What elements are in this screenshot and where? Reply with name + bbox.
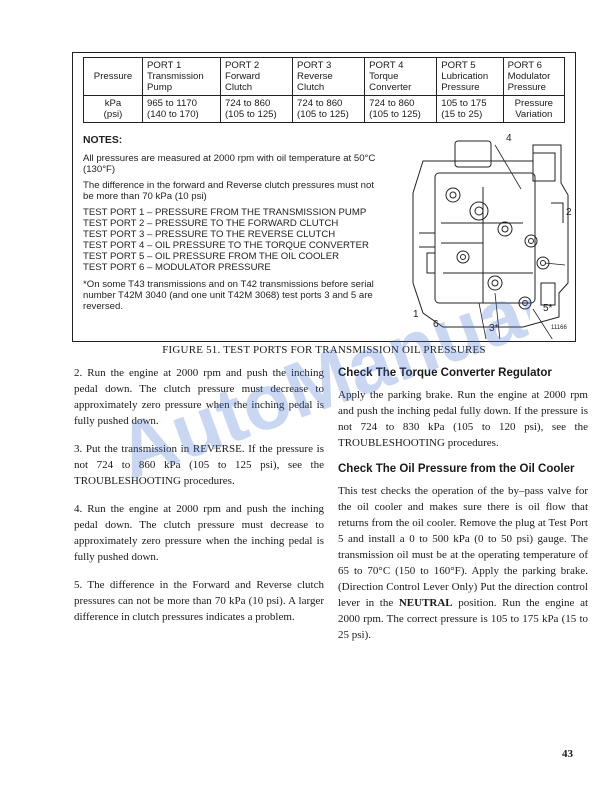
callout-5: 5* <box>543 303 553 314</box>
table-cell: PORT 6 Modulator Pressure <box>502 57 566 96</box>
table-cell: 724 to 860 (105 to 125) <box>292 95 366 123</box>
cell-text: 105 to 175 (15 to 25) <box>441 98 487 120</box>
test-port-item: TEST PORT 3 – PRESSURE TO THE REVERSE CL… <box>83 229 336 240</box>
table-cell: PORT 1 Transmission Pump <box>142 57 221 96</box>
callout-3: 3* <box>489 323 499 334</box>
right-column: Check The Torque Converter Regulator App… <box>338 365 588 655</box>
section-heading: Check The Oil Pressure from the Oil Cool… <box>338 463 575 475</box>
cell-text: PORT 4 Torque Converter <box>369 60 412 93</box>
neutral-emphasis: NEUTRAL <box>398 597 453 609</box>
page-number: 43 <box>562 748 573 760</box>
callout-2: 2 <box>566 207 572 218</box>
table-cell: PORT 2 Forward Clutch <box>219 57 294 96</box>
table-cell: 724 to 860 (105 to 125) <box>364 95 438 123</box>
table-cell: PORT 5 Lubrication Pressure <box>436 57 504 96</box>
table-cell: Pressure Variation <box>502 95 566 123</box>
cell-text: PORT 2 Forward Clutch <box>224 60 261 93</box>
cell-text: PORT 3 Reverse Clutch <box>297 60 333 93</box>
notes-title: NOTES: <box>83 135 123 146</box>
figure-box: Pressure PORT 1 Transmission Pump PORT 2… <box>72 52 576 342</box>
step-4: 4. Run the engine at 2000 rpm and push t… <box>74 503 324 563</box>
test-port-item: TEST PORT 1 – PRESSURE FROM THE TRANSMIS… <box>83 207 367 218</box>
cell-text: 965 to 1170 (140 to 170) <box>147 98 199 120</box>
cell-text: PORT 1 Transmission Pump <box>147 60 204 93</box>
paragraph-text: position. Run the engine at 2000 rpm. Th… <box>338 597 589 641</box>
section-heading: Check The Torque Converter Regulator <box>338 367 552 379</box>
callout-1: 1 <box>413 309 419 320</box>
callout-6: 6 <box>433 319 439 330</box>
cell-text: 724 to 860 (105 to 125) <box>224 98 277 120</box>
table-cell: kPa (psi) <box>83 95 143 123</box>
step-5: 5. The difference in the Forward and Rev… <box>74 579 324 623</box>
transmission-diagram <box>412 140 569 339</box>
test-port-list: TEST PORT 1 – PRESSURE FROM THE TRANSMIS… <box>83 207 383 273</box>
table-row: kPa (psi) 965 to 1170 (140 to 170) 724 t… <box>83 95 566 123</box>
table-cell: 724 to 860 (105 to 125) <box>219 95 294 123</box>
cell-text: 724 to 860 (105 to 125) <box>369 98 421 120</box>
test-port-item: TEST PORT 6 – MODULATOR PRESSURE <box>83 262 271 273</box>
paragraph-text: This test checks the operation of the by… <box>338 485 588 609</box>
step-2: 2. Run the engine at 2000 rpm and push t… <box>74 367 324 427</box>
note-paragraph: The difference in the forward and Revers… <box>83 180 374 202</box>
figure-caption: FIGURE 51. TEST PORTS FOR TRANSMISSION O… <box>162 344 486 356</box>
cell-text: kPa (psi) <box>103 98 123 120</box>
test-port-item: TEST PORT 5 – OIL PRESSURE FROM THE OIL … <box>83 251 340 262</box>
table-cell: PORT 3 Reverse Clutch <box>292 57 366 96</box>
table-cell: Pressure <box>83 57 143 96</box>
footnote: *On some T43 transmissions and on T42 tr… <box>83 279 374 312</box>
test-port-item: TEST PORT 2 – PRESSURE TO THE FORWARD CL… <box>83 218 339 229</box>
note-paragraph: All pressures are measured at 2000 rpm w… <box>83 153 376 175</box>
cell-text: PORT 6 Modulator Pressure <box>507 60 551 93</box>
figure-id: 11166 <box>551 325 567 331</box>
section-paragraph: This test checks the operation of the by… <box>338 483 588 643</box>
cell-text: Pressure Variation <box>514 98 553 120</box>
left-column: 2. Run the engine at 2000 rpm and push t… <box>74 365 324 637</box>
cell-text: PORT 5 Lubrication Pressure <box>441 60 489 93</box>
cell-text: 724 to 860 (105 to 125) <box>297 98 349 120</box>
pressure-table: Pressure PORT 1 Transmission Pump PORT 2… <box>83 57 566 123</box>
table-cell: 965 to 1170 (140 to 170) <box>142 95 221 123</box>
notes-block: NOTES: All pressures are measured at 200… <box>83 135 383 317</box>
table-header-row: Pressure PORT 1 Transmission Pump PORT 2… <box>83 57 566 96</box>
step-3: 3. Put the transmission in REVERSE. If t… <box>74 443 324 487</box>
test-port-item: TEST PORT 4 – OIL PRESSURE TO THE TORQUE… <box>83 240 369 251</box>
table-cell: PORT 4 Torque Converter <box>364 57 438 96</box>
table-cell: 105 to 175 (15 to 25) <box>436 95 504 123</box>
callout-4: 4 <box>506 133 512 144</box>
section-paragraph: Apply the parking brake. Run the engine … <box>338 389 588 449</box>
